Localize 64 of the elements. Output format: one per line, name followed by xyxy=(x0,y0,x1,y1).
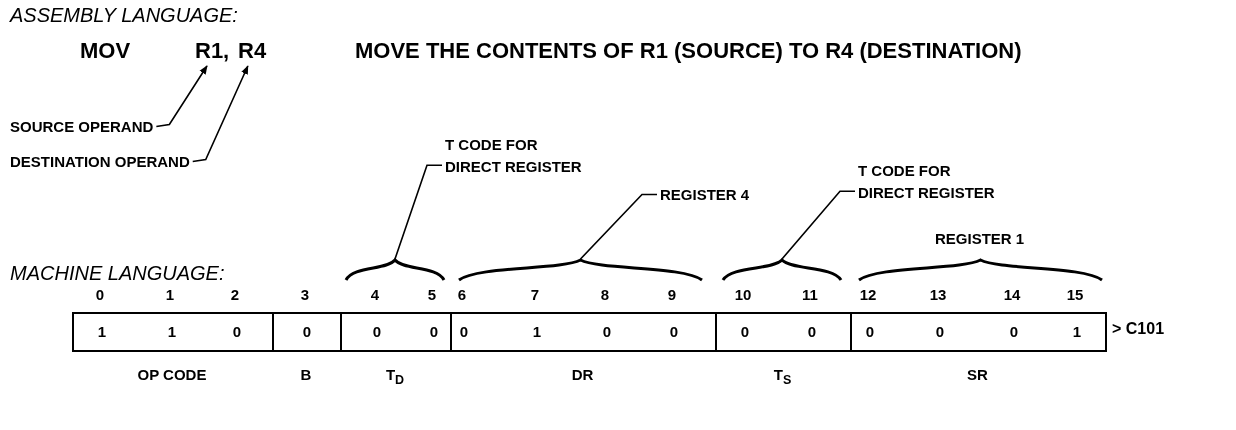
hex-code: > C101 xyxy=(1112,320,1165,338)
curly-brace xyxy=(722,258,842,282)
bit-number: 9 xyxy=(666,286,678,303)
bit-value: 1 xyxy=(96,323,108,340)
arrow xyxy=(191,65,249,163)
callout-label: T CODE FOR DIRECT REGISTER xyxy=(445,134,595,178)
bit-value: 0 xyxy=(428,323,440,340)
bit-number: 14 xyxy=(1002,286,1022,303)
callout-label: SOURCE OPERAND xyxy=(10,118,154,135)
bit-number: 11 xyxy=(801,286,819,303)
instruction-field xyxy=(272,312,342,352)
arrow xyxy=(155,65,208,128)
bit-value: 0 xyxy=(458,323,470,340)
bit-value: 0 xyxy=(301,323,313,340)
bit-number: 15 xyxy=(1065,286,1085,303)
bit-number: 12 xyxy=(858,286,878,303)
mnemonic: MOV xyxy=(80,38,131,64)
field-name: OP CODE xyxy=(136,366,208,383)
bit-number: 2 xyxy=(229,286,241,303)
curly-brace xyxy=(458,258,703,282)
operand: R1, xyxy=(195,38,230,64)
instruction-description: MOVE THE CONTENTS OF R1 (SOURCE) TO R4 (DESTINATION) xyxy=(355,38,1022,64)
bit-number: 0 xyxy=(94,286,106,303)
bit-value: 0 xyxy=(1008,323,1020,340)
bit-value: 1 xyxy=(166,323,178,340)
leader-line xyxy=(579,193,658,260)
bit-number: 7 xyxy=(529,286,541,303)
leader-line xyxy=(394,164,443,260)
callout-label: DESTINATION OPERAND xyxy=(10,153,190,170)
section-heading: MACHINE LANGUAGE: xyxy=(10,262,225,285)
bit-number: 4 xyxy=(369,286,381,303)
bit-value: 1 xyxy=(1071,323,1083,340)
bit-value: 1 xyxy=(531,323,543,340)
section-heading: ASSEMBLY LANGUAGE: xyxy=(10,4,238,27)
curly-brace xyxy=(858,258,1103,282)
instruction-field xyxy=(450,312,717,352)
operand: R4 xyxy=(238,38,267,64)
instruction-field xyxy=(850,312,1107,352)
bit-value: 0 xyxy=(371,323,383,340)
bit-number: 3 xyxy=(299,286,311,303)
bit-number: 10 xyxy=(733,286,753,303)
instruction-field xyxy=(715,312,852,352)
bit-number: 1 xyxy=(164,286,176,303)
callout-label: T CODE FOR DIRECT REGISTER xyxy=(858,160,1008,204)
bit-value: 0 xyxy=(668,323,680,340)
field-name: B xyxy=(299,366,313,383)
bit-value: 0 xyxy=(231,323,243,340)
bit-value: 0 xyxy=(739,323,751,340)
field-name: DR xyxy=(570,366,595,383)
bit-value: 0 xyxy=(864,323,876,340)
bit-value: 0 xyxy=(601,323,613,340)
leader-line xyxy=(781,190,856,260)
field-name: SR xyxy=(966,366,989,383)
callout-label: REGISTER 4 xyxy=(660,186,750,203)
bit-value: 0 xyxy=(934,323,946,340)
instruction-field xyxy=(72,312,274,352)
bit-number: 13 xyxy=(928,286,948,303)
field-annotation: REGISTER 1 xyxy=(935,230,1025,247)
field-name: T$_{S}$ xyxy=(772,366,793,387)
curly-brace xyxy=(345,258,445,282)
bit-number: 8 xyxy=(599,286,611,303)
bit-value: 0 xyxy=(806,323,818,340)
instruction-field xyxy=(340,312,452,352)
field-name: T$_{D}$ xyxy=(384,366,406,387)
